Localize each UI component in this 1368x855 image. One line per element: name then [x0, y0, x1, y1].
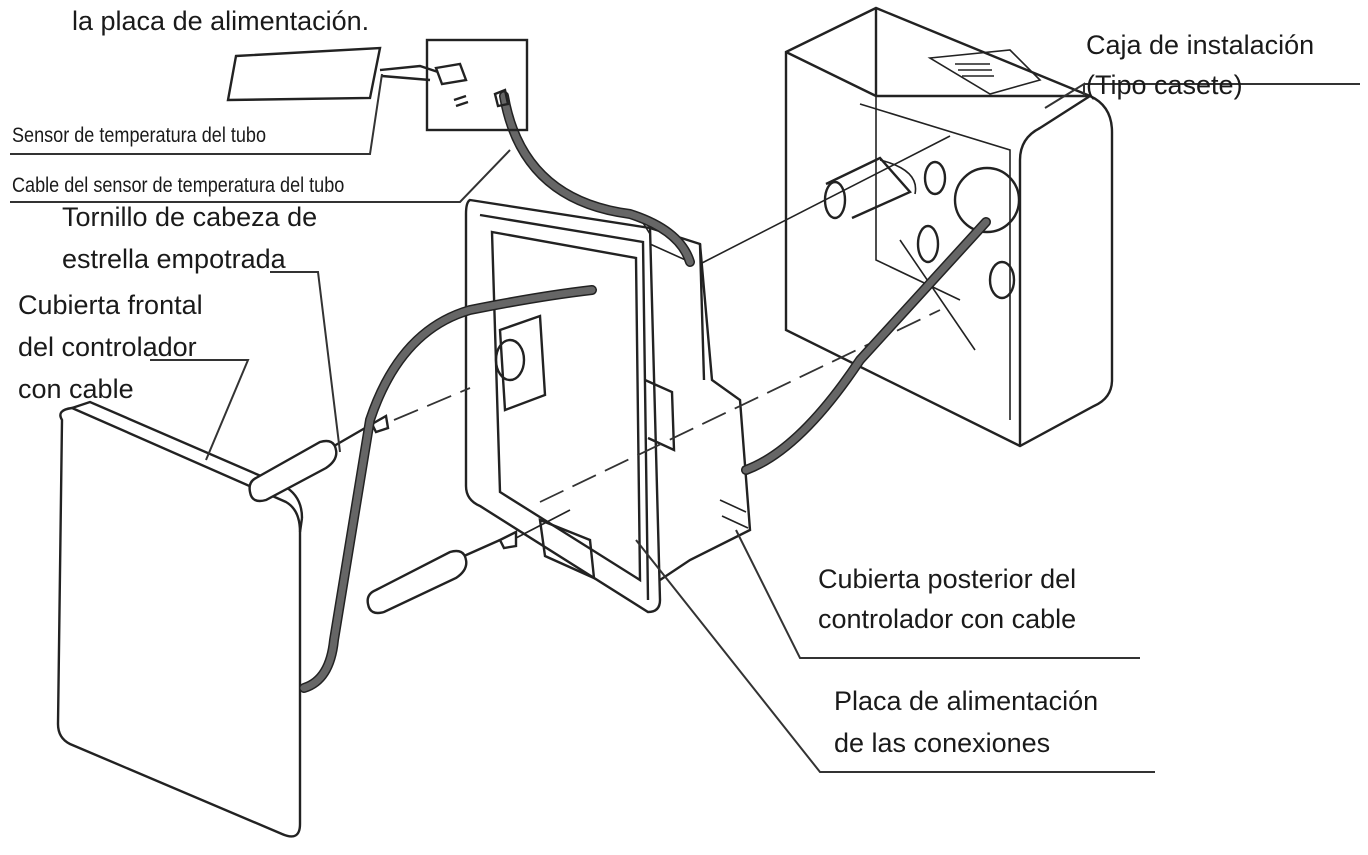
- screw-label-line2: estrella empotrada: [62, 244, 286, 274]
- leader-lines: [10, 73, 1360, 773]
- alignment-line-top-left: [393, 387, 471, 421]
- installation-box-label-line1: Caja de instalación: [1086, 30, 1315, 60]
- power-board-label-line1: Placa de alimentación: [834, 686, 1099, 716]
- back-cover: [464, 198, 752, 614]
- screws: [248, 414, 571, 615]
- back-cover-label-line1: Cubierta posterior del: [818, 564, 1077, 594]
- pipe-sensor-label: Sensor de temperatura del tubo: [12, 124, 267, 147]
- installation-box-label-line2: (Tipo casete): [1086, 70, 1243, 100]
- cables: [299, 91, 991, 693]
- sensor-inset: [226, 38, 529, 132]
- screw-label-line1: Tornillo de cabeza de: [62, 202, 318, 232]
- front-cover-label-line3: con cable: [18, 374, 134, 404]
- back-cover-label-line2: controlador con cable: [818, 604, 1077, 634]
- front-cover-label-line2: del controlador: [18, 332, 197, 362]
- alignment-line-top: [699, 135, 951, 265]
- power-board-label-line2: de las conexiones: [834, 728, 1051, 758]
- installation-box: [784, 6, 1114, 448]
- front-cover: [56, 400, 304, 838]
- pipe-sensor-cable-label: Cable del sensor de temperatura del tubo: [12, 174, 345, 197]
- top-fragment-label: la placa de alimentación.: [72, 6, 370, 36]
- front-cover-label-line1: Cubierta frontal: [18, 290, 203, 320]
